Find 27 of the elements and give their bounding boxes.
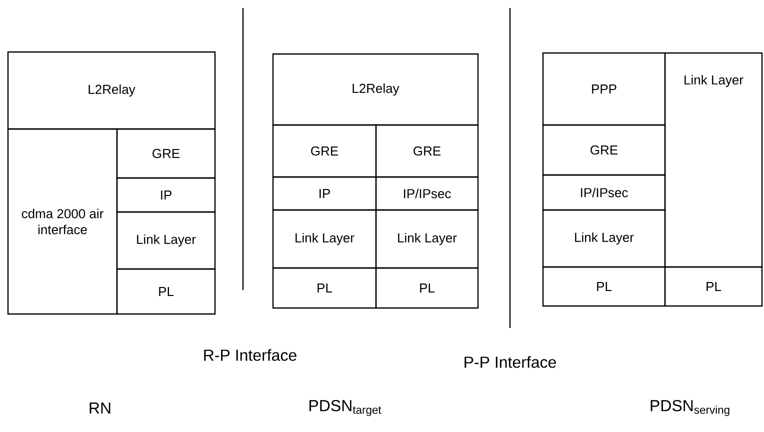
protocol-layer-cell: PPP: [542, 52, 666, 126]
protocol-layer-cell: GRE: [116, 128, 216, 179]
protocol-layer-cell: IP: [116, 177, 216, 213]
protocol-layer-cell: IP/IPsec: [375, 176, 479, 211]
interface-label: R-P Interface: [204, 349, 296, 361]
protocol-layer-cell: PL: [664, 266, 763, 307]
protocol-layer-cell: L2Relay: [7, 51, 216, 130]
protocol-layer-cell: GRE: [542, 124, 666, 176]
protocol-layer-cell: PL: [542, 266, 666, 307]
protocol-layer-cell: PL: [116, 268, 216, 315]
protocol-layer-cell: Link Layer: [272, 209, 377, 269]
protocol-layer-cell: PL: [375, 267, 479, 309]
protocol-layer-cell: Link Layer: [116, 211, 216, 270]
protocol-layer-cell: Link Layer: [375, 209, 479, 269]
station-label: PDSN$_{target}$: [310, 400, 382, 416]
station-label: PDSN$_{serving}$: [650, 400, 730, 416]
protocol-layer-cell: Link Layer: [542, 209, 666, 268]
protocol-layer-cell: Link Layer: [664, 52, 763, 268]
protocol-layer-cell: L2Relay: [272, 53, 479, 126]
protocol-layer-cell: GRE: [375, 124, 479, 178]
protocol-layer-cell: PL: [272, 267, 377, 309]
interface-label: P-P Interface: [464, 356, 556, 368]
protocol-layer-cell: GRE: [272, 124, 377, 178]
protocol-layer-cell: IP: [272, 176, 377, 211]
station-label: RN: [90, 402, 110, 414]
protocol-layer-cell: cdma 2000 air interface: [7, 128, 118, 315]
protocol-layer-cell: IP/IPsec: [542, 174, 666, 211]
